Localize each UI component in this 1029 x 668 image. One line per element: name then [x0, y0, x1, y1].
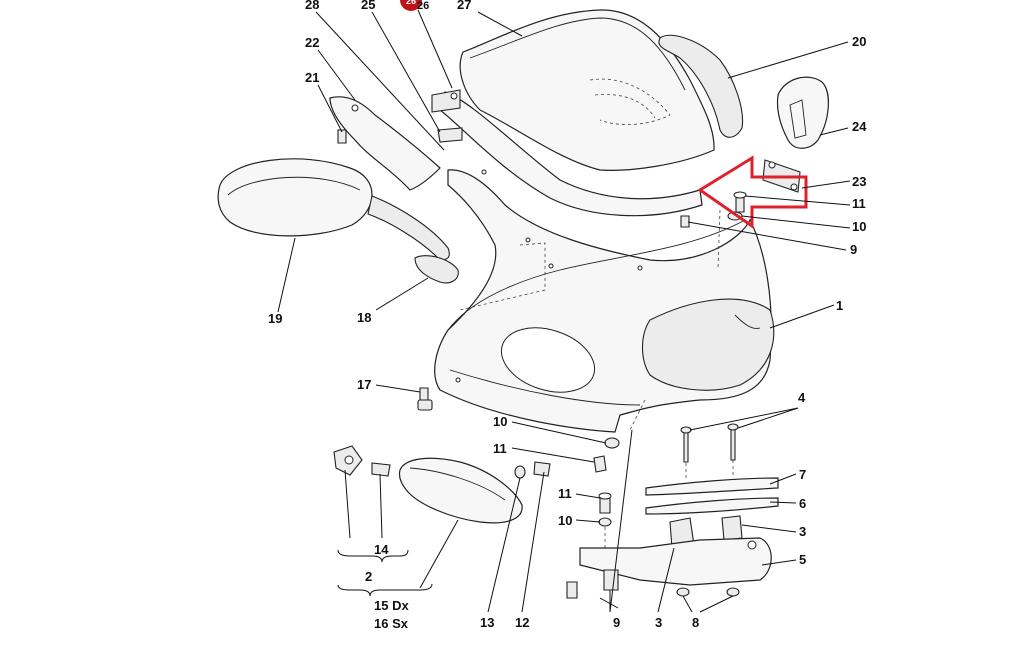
- callout-24[interactable]: 24: [852, 119, 867, 134]
- hardware-upper-right: [680, 191, 747, 269]
- callout-14[interactable]: 14: [374, 542, 389, 557]
- callout-26[interactable]: 26: [417, 0, 429, 12]
- callout-7[interactable]: 7: [799, 467, 806, 482]
- upper-frame: [431, 89, 703, 217]
- callout-3-low[interactable]: 3: [655, 615, 662, 630]
- callout-10-low[interactable]: 10: [558, 513, 572, 528]
- left-mirror: [217, 158, 459, 284]
- callout-21[interactable]: 21: [305, 70, 319, 85]
- callout-18[interactable]: 18: [357, 310, 371, 325]
- callout-8[interactable]: 8: [692, 615, 699, 630]
- callout-22[interactable]: 22: [305, 35, 319, 50]
- screw-17: [417, 387, 433, 411]
- callout-labels: 28 25 26 27 22 21 20 24 23 11 10 9 1 19 …: [268, 0, 867, 631]
- callout-9-top[interactable]: 9: [850, 242, 857, 257]
- callout-10-top[interactable]: 10: [852, 219, 866, 234]
- callout-20[interactable]: 20: [852, 34, 866, 49]
- callout-16-sx[interactable]: 16 Sx: [374, 616, 409, 631]
- callout-2[interactable]: 2: [365, 569, 372, 584]
- callout-12[interactable]: 12: [515, 615, 529, 630]
- screws-middle: [593, 437, 620, 527]
- callout-11-low[interactable]: 11: [558, 486, 572, 501]
- callout-9-low[interactable]: 9: [613, 615, 620, 630]
- lower-bracket: [566, 423, 779, 599]
- callout-1[interactable]: 1: [836, 298, 843, 313]
- main-fairing: [434, 169, 775, 433]
- callout-15-dx[interactable]: 15 Dx: [374, 598, 409, 613]
- callout-25[interactable]: 25: [361, 0, 375, 12]
- badge-label: 26: [406, 0, 416, 6]
- callout-13[interactable]: 13: [480, 615, 494, 630]
- callout-badge[interactable]: 26: [400, 0, 422, 11]
- callout-3-right[interactable]: 3: [799, 524, 806, 539]
- callout-6[interactable]: 6: [799, 496, 806, 511]
- callout-27[interactable]: 27: [457, 0, 471, 12]
- callout-11-top[interactable]: 11: [852, 196, 866, 211]
- callout-17[interactable]: 17: [357, 377, 371, 392]
- callout-11-mid[interactable]: 11: [493, 441, 507, 456]
- callout-28[interactable]: 28: [305, 0, 319, 12]
- callout-19[interactable]: 19: [268, 311, 282, 326]
- turn-signal: [333, 445, 551, 524]
- leader-lines: [277, 9, 851, 613]
- callout-10-mid[interactable]: 10: [493, 414, 507, 429]
- windscreen: [459, 9, 715, 171]
- bracket-22: [329, 96, 441, 191]
- callout-5[interactable]: 5: [799, 552, 806, 567]
- callout-23[interactable]: 23: [852, 174, 866, 189]
- callout-4[interactable]: 4: [798, 390, 806, 405]
- highlight-arrow: [697, 155, 808, 229]
